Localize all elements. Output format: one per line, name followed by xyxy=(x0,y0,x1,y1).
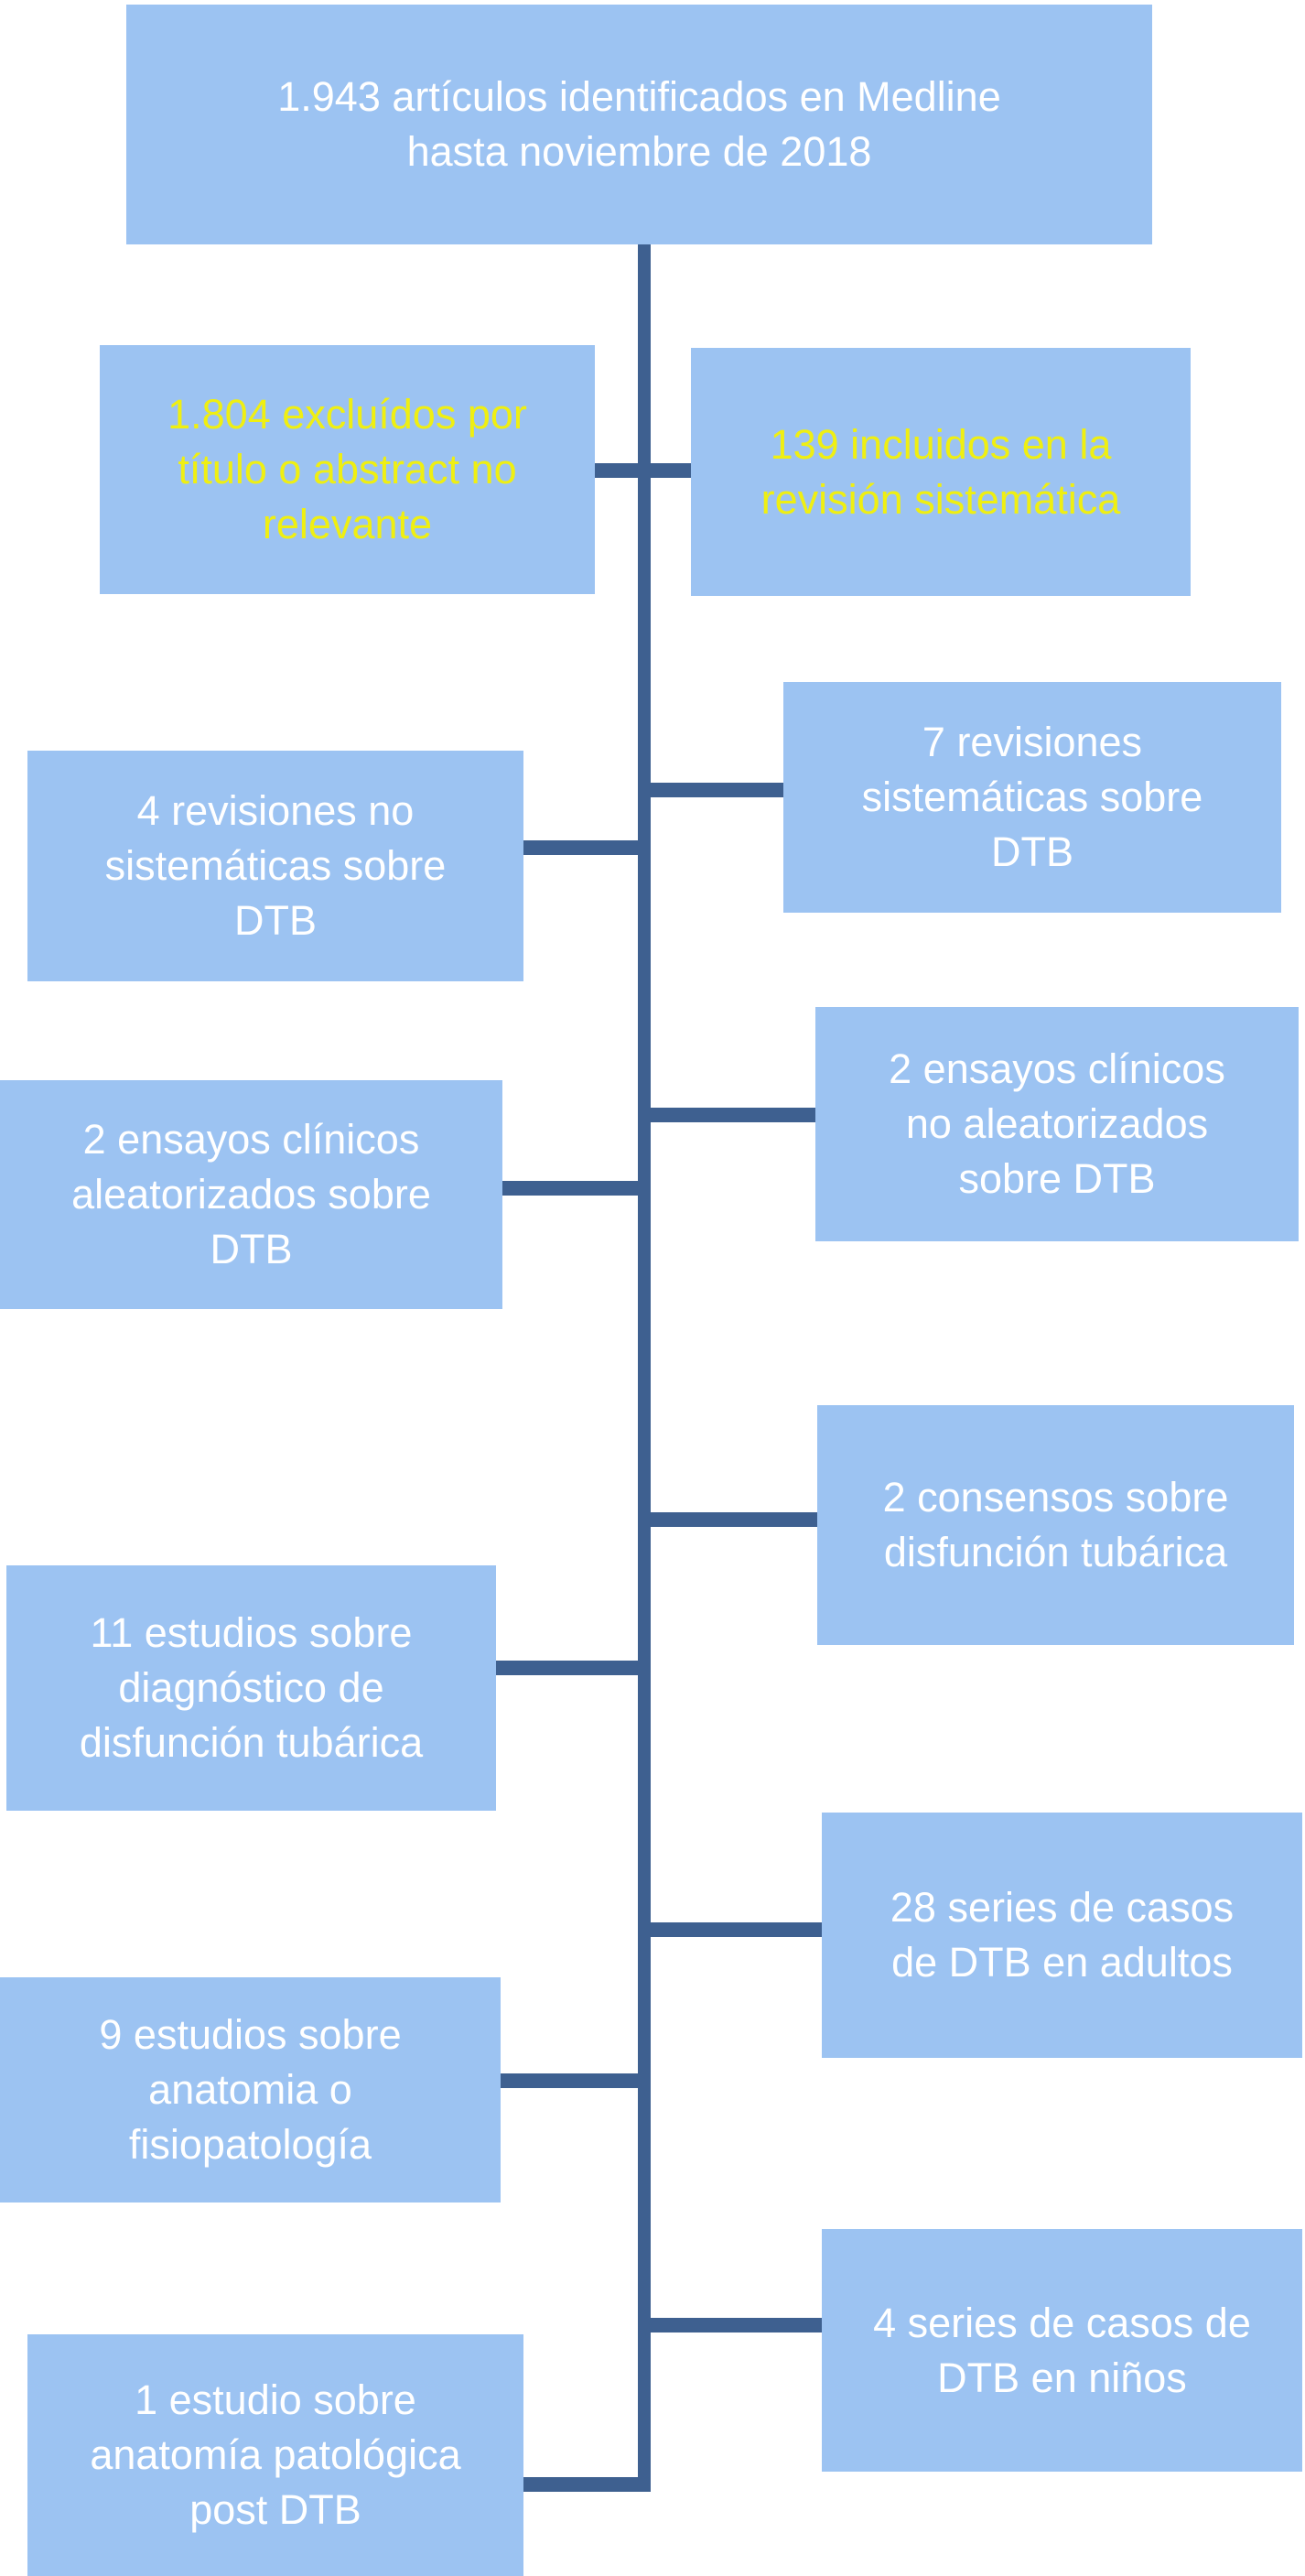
connector-anatomy-studies xyxy=(494,2073,651,2088)
node-anatomy-studies-label: 9 estudios sobre anatomia o fisiopatolog… xyxy=(99,2011,402,2168)
node-non-systematic-reviews: 4 revisiones no sistemáticas sobre DTB xyxy=(27,751,523,981)
node-anatomy-studies: 9 estudios sobre anatomia o fisiopatolog… xyxy=(0,1977,501,2203)
node-child-case-series: 4 series de casos de DTB en niños xyxy=(822,2229,1302,2472)
connector-systematic-reviews xyxy=(641,783,787,797)
node-consensus-documents-label: 2 consensos sobre disfunción tubárica xyxy=(882,1474,1229,1575)
connector-randomized-trials xyxy=(494,1181,651,1196)
connector-non-systematic-reviews xyxy=(512,840,651,855)
node-adult-case-series-label: 28 series de casos de DTB en adultos xyxy=(890,1884,1235,1986)
node-diagnostic-studies: 11 estudios sobre diagnóstico de disfunc… xyxy=(6,1565,496,1811)
connector-child-case-series xyxy=(641,2318,825,2332)
node-child-case-series-label: 4 series de casos de DTB en niños xyxy=(873,2299,1251,2401)
node-non-randomized-trials-label: 2 ensayos clínicos no aleatorizados sobr… xyxy=(889,1045,1225,1202)
node-non-randomized-trials: 2 ensayos clínicos no aleatorizados sobr… xyxy=(815,1007,1299,1241)
node-identified-articles-label: 1.943 artículos identificados en Medline… xyxy=(277,73,1001,175)
node-consensus-documents: 2 consensos sobre disfunción tubárica xyxy=(817,1405,1294,1645)
node-excluded-articles: 1.804 excluídos por título o abstract no… xyxy=(100,345,595,594)
connector-adult-case-series xyxy=(641,1922,825,1937)
connector-diagnostic-studies xyxy=(490,1661,651,1675)
node-pathology-study-label: 1 estudio sobre anatomía patológica post… xyxy=(90,2376,461,2533)
node-randomized-trials-label: 2 ensayos clínicos aleatorizados sobre D… xyxy=(71,1116,431,1272)
node-excluded-articles-label: 1.804 excluídos por título o abstract no… xyxy=(167,391,527,547)
connector-row2 xyxy=(586,463,700,478)
node-non-systematic-reviews-label: 4 revisiones no sistemáticas sobre DTB xyxy=(104,787,447,944)
spine-line xyxy=(638,244,651,2492)
node-included-articles-label: 139 incluidos en la revisión sistemática xyxy=(760,420,1121,523)
node-randomized-trials: 2 ensayos clínicos aleatorizados sobre D… xyxy=(0,1080,502,1309)
node-diagnostic-studies-label: 11 estudios sobre diagnóstico de disfunc… xyxy=(79,1609,424,1766)
connector-consensus-documents xyxy=(641,1512,821,1527)
node-systematic-reviews-label: 7 revisiones sistemáticas sobre DTB xyxy=(861,719,1203,875)
node-systematic-reviews: 7 revisiones sistemáticas sobre DTB xyxy=(783,682,1281,913)
node-identified-articles: 1.943 artículos identificados en Medline… xyxy=(126,5,1152,244)
connector-pathology-study xyxy=(517,2477,651,2492)
node-included-articles: 139 incluidos en la revisión sistemática xyxy=(691,348,1191,596)
node-adult-case-series: 28 series de casos de DTB en adultos xyxy=(822,1813,1302,2058)
connector-non-randomized-trials xyxy=(641,1108,819,1122)
node-pathology-study: 1 estudio sobre anatomía patológica post… xyxy=(27,2334,523,2576)
